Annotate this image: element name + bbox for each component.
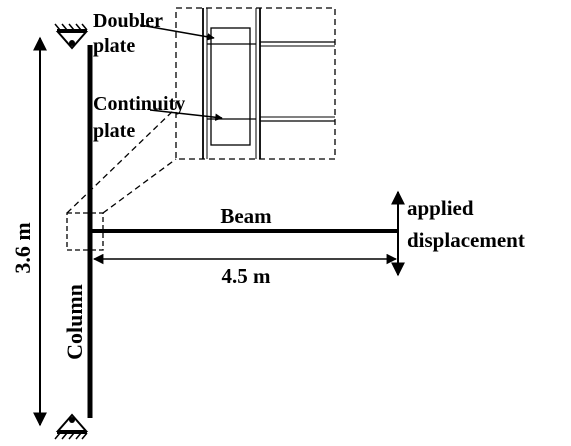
joint-region-box	[66, 212, 104, 251]
doubler-plate-label-line2: plate	[93, 35, 135, 57]
applied-displacement-label-line2: displacement	[407, 228, 525, 252]
bottom-pin-support	[54, 413, 89, 440]
continuity-plate-label-line1: Continuity	[93, 93, 185, 115]
column-height-label: 3.6 m	[10, 222, 35, 273]
detail-connector-line	[102, 158, 177, 214]
beam-length-label: 4.5 m	[222, 264, 272, 288]
detail-connector-line	[66, 107, 177, 214]
doubler-plate-label-line1: Doubler	[93, 10, 163, 32]
joint-detail	[202, 8, 335, 159]
applied-displacement-label-line1: applied	[407, 196, 474, 220]
continuity-plate-label-line2: plate	[93, 120, 135, 142]
doubler-plate-leader	[139, 24, 215, 41]
top-pin-support	[54, 23, 89, 50]
column-label: Column	[62, 284, 87, 360]
joint-detail-box	[175, 7, 336, 160]
beam-label: Beam	[220, 204, 272, 228]
continuity-plate-leader	[149, 109, 223, 121]
